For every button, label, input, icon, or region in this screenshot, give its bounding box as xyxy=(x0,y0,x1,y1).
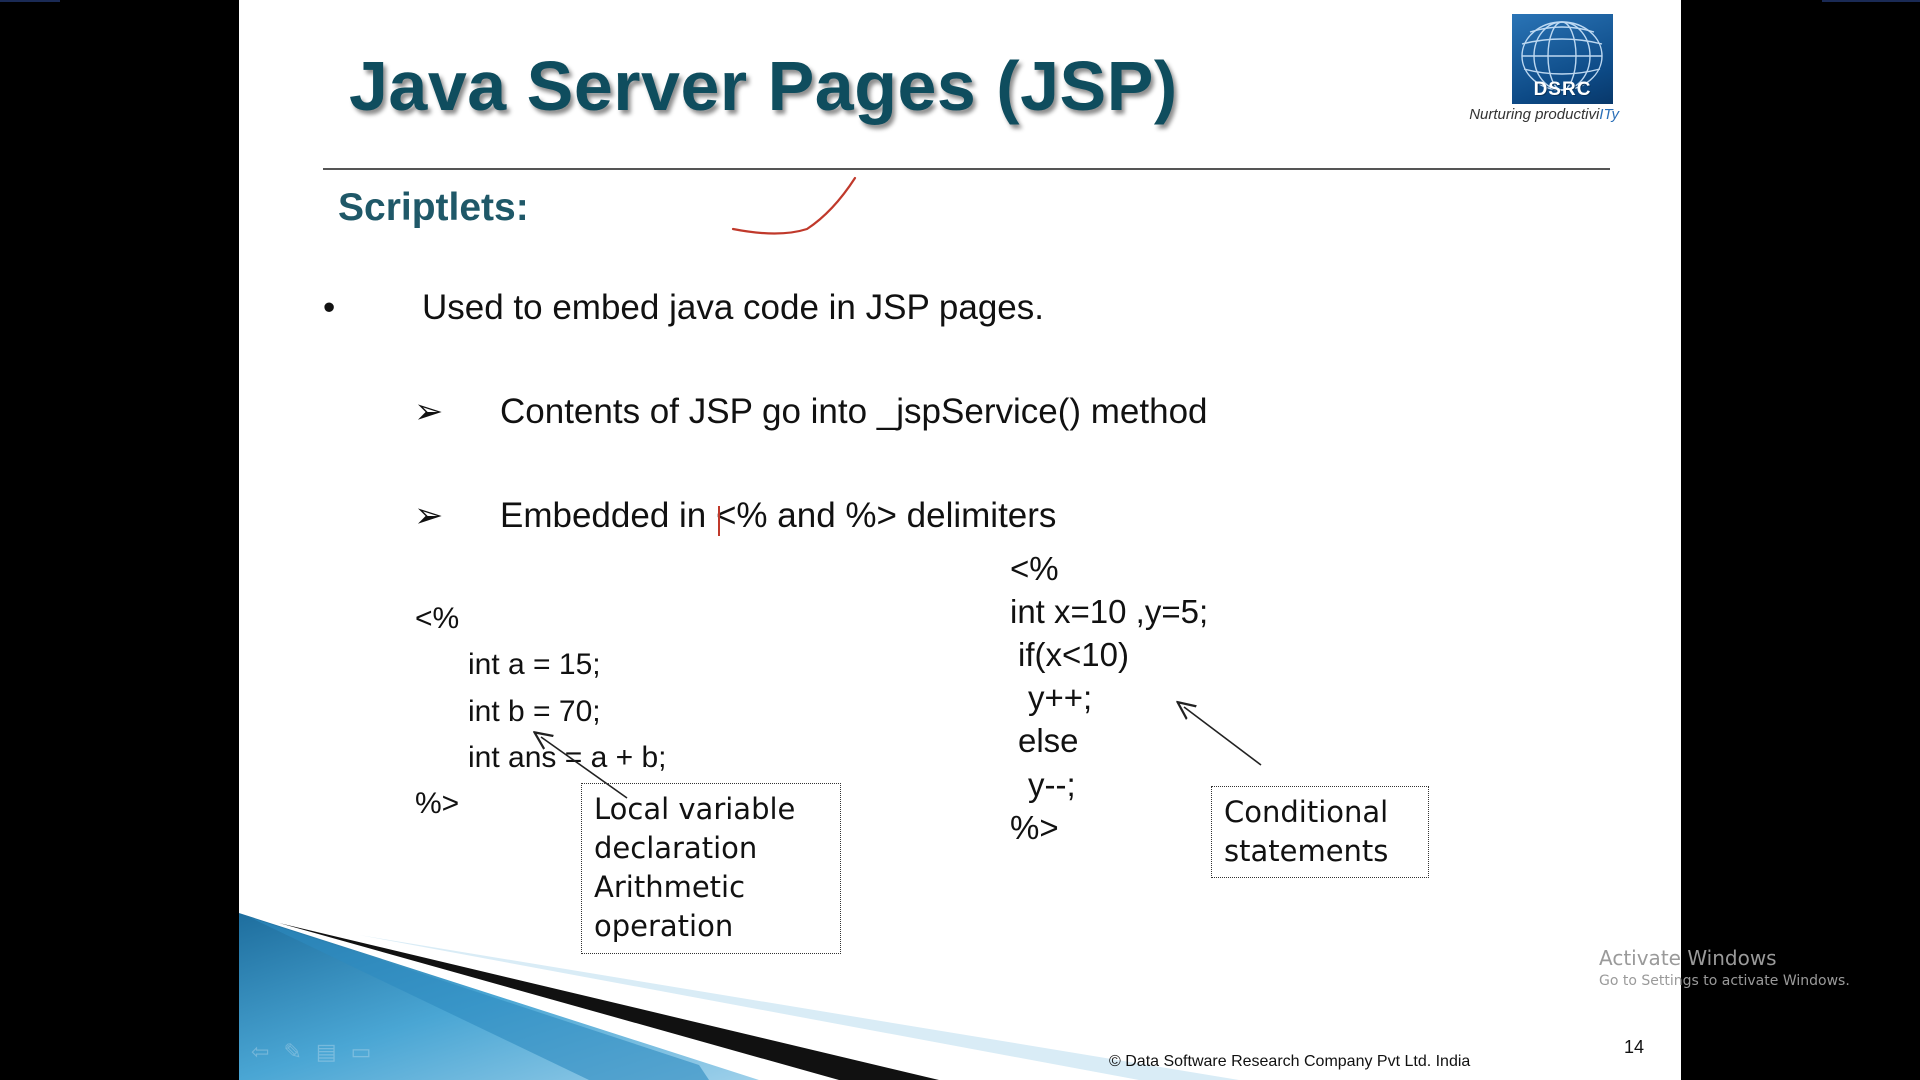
logo-text: DSRC xyxy=(1533,79,1592,100)
callout-line: Conditional xyxy=(1224,795,1389,829)
slide: Java Server Pages (JSP) DSRC Nurturing p… xyxy=(239,0,1681,1080)
title-divider xyxy=(323,168,1610,170)
code-line: if(x<10) xyxy=(1018,636,1129,673)
arrow-to-code-right xyxy=(1184,707,1262,766)
decorative-swoosh xyxy=(239,913,1239,1080)
code-line: y++; xyxy=(1028,679,1093,716)
options-icon[interactable]: ▭ xyxy=(350,1040,372,1065)
code-line: <% xyxy=(1010,550,1059,587)
callout-line: operation xyxy=(594,909,734,943)
code-line: %> xyxy=(415,787,460,820)
activation-watermark-title: Activate Windows xyxy=(1599,946,1777,970)
arrow-bullet-icon: ➢ xyxy=(414,496,444,535)
callout-line: declaration xyxy=(594,831,758,865)
callout-local-variable: Local variable declaration Arithmetic op… xyxy=(581,783,841,954)
bullet-text: Embedded in <% and %> delimiters xyxy=(500,496,1057,535)
back-arrow-icon[interactable]: ⇦ xyxy=(251,1040,270,1065)
callout-line: statements xyxy=(1224,834,1389,868)
arrow-bullet-icon: ➢ xyxy=(414,392,444,431)
section-subtitle: Scriptlets: xyxy=(338,186,529,229)
slideshow-nav: ⇦ ✎ ▤ ▭ xyxy=(251,1040,371,1065)
code-line: %> xyxy=(1010,809,1059,846)
activation-watermark-subtitle: Go to Settings to activate Windows. xyxy=(1599,973,1850,989)
callout-line: Arithmetic xyxy=(594,870,746,904)
arrow-to-code-left xyxy=(541,737,628,799)
slide-menu-icon[interactable]: ▤ xyxy=(315,1040,337,1065)
pen-annotation xyxy=(731,176,857,235)
pen-icon[interactable]: ✎ xyxy=(283,1040,302,1065)
code-line: <% xyxy=(415,602,460,635)
bullet-text: Contents of JSP go into _jspService() me… xyxy=(500,392,1208,431)
code-line: int ans = a + b; xyxy=(468,741,667,774)
tagline-accent: ITy xyxy=(1599,106,1619,123)
window-edge-left xyxy=(0,0,60,2)
slide-title: Java Server Pages (JSP) xyxy=(349,47,1178,125)
logo-tagline: Nurturing productiviITy xyxy=(1449,106,1619,123)
code-line: y--; xyxy=(1028,766,1076,803)
code-line: int b = 70; xyxy=(468,695,601,728)
callout-conditional: Conditional statements xyxy=(1211,786,1429,878)
callout-arrows xyxy=(239,0,1262,799)
globe-icon xyxy=(1521,21,1603,91)
callout-line: Local variable xyxy=(594,792,796,826)
bullet-marker: • xyxy=(323,288,336,327)
code-line: int x=10 ,y=5; xyxy=(1010,593,1209,630)
text-cursor xyxy=(718,506,720,536)
page-number: 14 xyxy=(1624,1037,1645,1057)
bullet-text: Used to embed java code in JSP pages. xyxy=(422,288,1044,327)
dsrc-logo: DSRC xyxy=(1512,14,1613,104)
window-edge-right xyxy=(1822,0,1920,2)
copyright-footer: © Data Software Research Company Pvt Ltd… xyxy=(1109,1053,1471,1070)
tagline-main: Nurturing productivi xyxy=(1469,106,1600,123)
code-line: else xyxy=(1018,722,1079,759)
code-line: int a = 15; xyxy=(468,648,601,681)
